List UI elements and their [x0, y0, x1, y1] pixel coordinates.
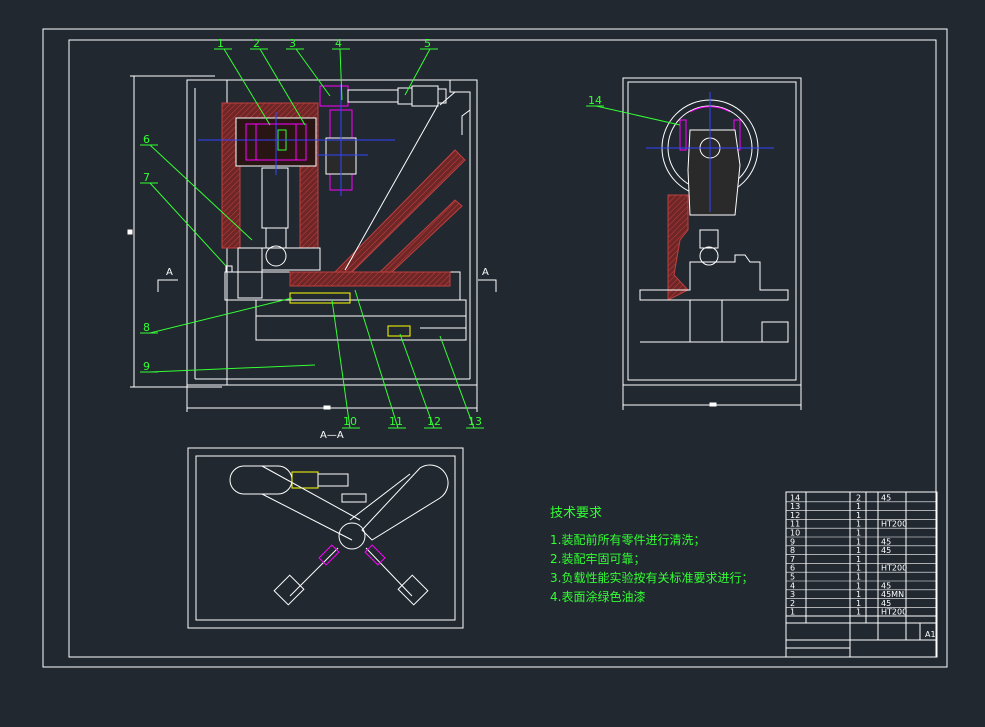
bom-cell-no: 1 — [790, 608, 795, 617]
outer-border — [42, 28, 948, 668]
inner-border — [68, 39, 937, 658]
bom-cell-no: 14 — [790, 493, 800, 502]
note-item: 2.装配牢固可靠； — [550, 552, 646, 566]
bom-cell-mat: 45 — [881, 546, 891, 555]
bom-cell-no: 12 — [790, 511, 800, 520]
note-item: 4.表面涂绿色油漆 — [550, 590, 646, 604]
bom-cell-mat: 45 — [881, 599, 891, 608]
section-label-right: A — [482, 267, 489, 278]
callout-1: 1 — [217, 37, 224, 50]
callout-5: 5 — [424, 37, 431, 50]
bom-cell-mat: 45 — [881, 537, 891, 546]
bom-cell-no: 8 — [790, 546, 795, 555]
bom-cell-qty: 1 — [856, 581, 861, 590]
bom-cell-qty: 1 — [856, 555, 861, 564]
callout-12: 12 — [427, 415, 441, 428]
section-view-title: A—A — [320, 430, 344, 441]
center-lines — [198, 84, 395, 196]
bom-cell-no: 7 — [790, 555, 795, 564]
callout-11: 11 — [389, 415, 403, 428]
bom-cell-qty: 1 — [856, 590, 861, 599]
bom-cell-no: 5 — [790, 573, 795, 582]
callout-9: 9 — [143, 360, 150, 373]
bom-cell-qty: 1 — [856, 537, 861, 546]
bom-cell-qty: 1 — [856, 546, 861, 555]
title-block — [785, 491, 938, 658]
callout-14: 14 — [588, 94, 602, 107]
bom-cell-mat: HT200 — [881, 520, 907, 529]
bom-cell-mat: 45MN — [881, 590, 904, 599]
side-view — [622, 77, 802, 410]
front-view-dimensions — [127, 75, 478, 412]
bom-cell-mat: 45 — [881, 493, 891, 502]
callout-numbers: 1 2 3 4 5 6 7 8 9 10 11 12 13 14 — [143, 37, 602, 428]
bom-cell-no: 11 — [790, 520, 800, 529]
callout-10: 10 — [343, 415, 357, 428]
bom-cell-no: 10 — [790, 529, 800, 538]
section-label-left: A — [166, 267, 173, 278]
bom-cell-no: 9 — [790, 537, 795, 546]
callout-2: 2 — [253, 37, 260, 50]
bom-cell-qty: 1 — [856, 573, 861, 582]
callout-13: 13 — [468, 415, 482, 428]
bom-cell-qty: 1 — [856, 564, 861, 573]
bom-cell-mat: HT200 — [881, 608, 907, 617]
bom-cell-no: 3 — [790, 590, 795, 599]
bom-cell-qty: 1 — [856, 520, 861, 529]
note-item: 3.负载性能实验按有关标准要求进行； — [550, 571, 754, 585]
bom-cell-mat: HT200 — [881, 564, 907, 573]
technical-requirements: 技术要求 1.装配前所有零件进行清洗； 2.装配牢固可靠； 3.负载性能实验按有… — [550, 502, 753, 607]
bom-cell-qty: 1 — [856, 608, 861, 617]
callout-4: 4 — [335, 37, 342, 50]
bom-cell-qty: 1 — [856, 599, 861, 608]
top-view — [187, 447, 464, 629]
bom-cell-qty: 1 — [856, 529, 861, 538]
note-item: 1.装配前所有零件进行清洗； — [550, 533, 706, 547]
front-view — [186, 79, 478, 386]
callout-3: 3 — [289, 37, 296, 50]
bom-cell-mat: 45 — [881, 581, 891, 590]
bom-cell-qty: 1 — [856, 502, 861, 511]
section-markers — [157, 279, 497, 292]
leader-lines — [140, 48, 681, 429]
callout-6: 6 — [143, 133, 150, 146]
bom-cell-no: 2 — [790, 599, 795, 608]
sheet-size: A1 — [925, 630, 936, 639]
bom-cell-qty: 1 — [856, 511, 861, 520]
bom-cell-no: 4 — [790, 581, 795, 590]
callout-7: 7 — [143, 171, 150, 184]
bom-cell-no: 13 — [790, 502, 800, 511]
bom-cell-no: 6 — [790, 564, 795, 573]
notes-title: 技术要求 — [550, 506, 603, 521]
side-view-center-lines — [646, 92, 774, 212]
bom-cell-qty: 2 — [856, 493, 861, 502]
callout-8: 8 — [143, 321, 150, 334]
